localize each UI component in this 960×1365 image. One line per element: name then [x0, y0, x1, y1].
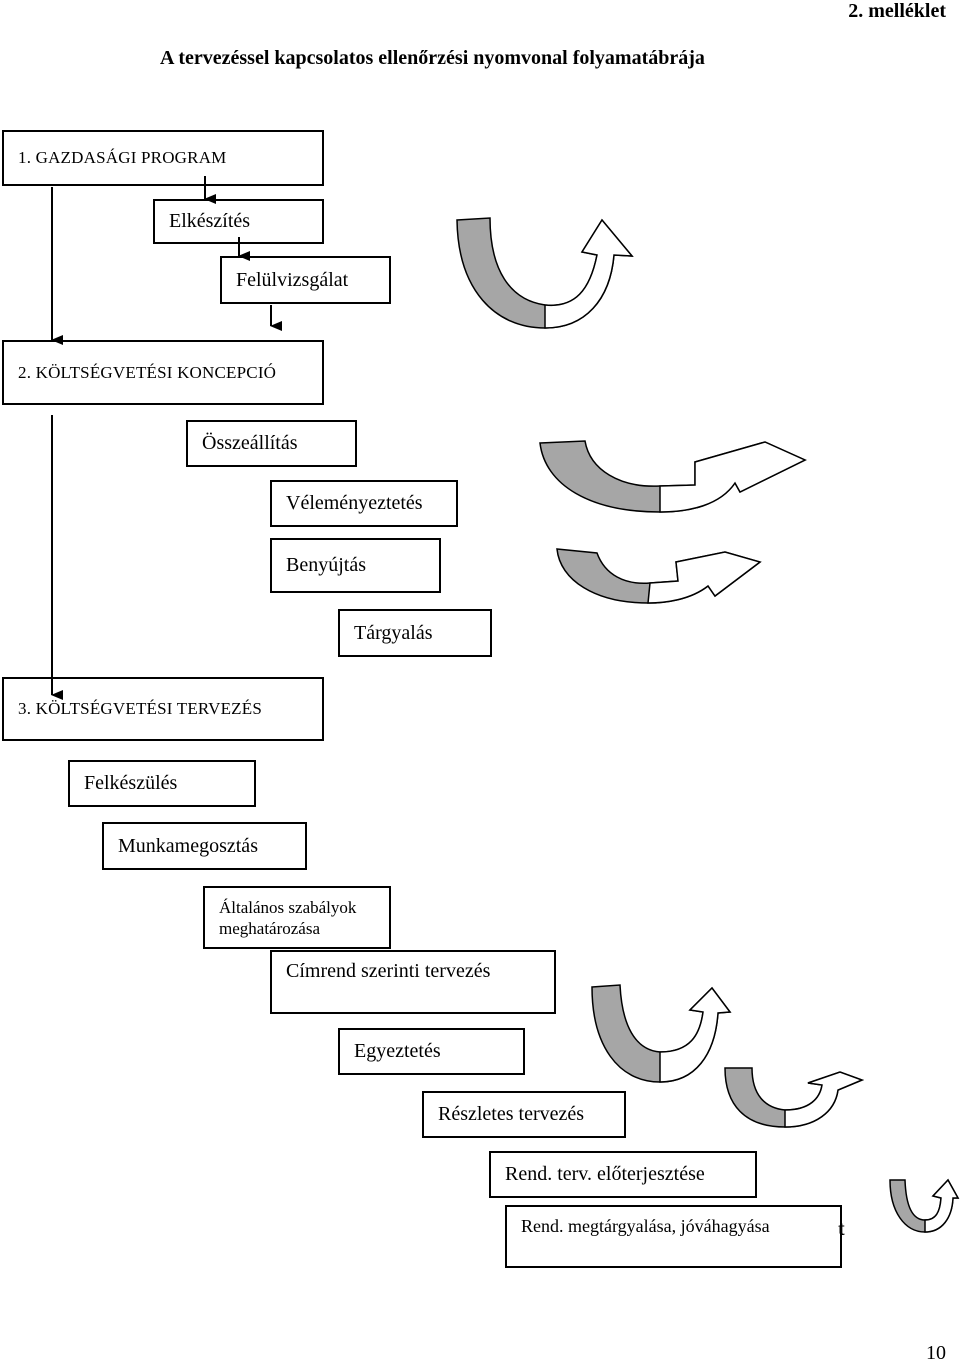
step-targyalas: Tárgyalás	[338, 609, 492, 657]
curved-return-arrow-icon-6	[889, 1178, 960, 1233]
step-rend-megtargyalasa: Rend. megtárgyalása, jóváhagyása	[505, 1205, 842, 1268]
step-altalanos-szabalyok: Általános szabályok meghatározása	[203, 886, 391, 949]
section-3-title: 3. KÖLTSÉGVETÉSI TERVEZÉS	[2, 677, 324, 741]
page-title: A tervezéssel kapcsolatos ellenőrzési ny…	[160, 47, 705, 69]
curved-return-arrow-icon-5	[724, 1067, 865, 1128]
step-altalanos-line1: Általános szabályok	[219, 898, 357, 917]
stray-char: t	[838, 1218, 845, 1240]
step-rend-terv-eloterjesztese: Rend. terv. előterjesztése	[489, 1151, 757, 1198]
section-1-title: 1. GAZDASÁGI PROGRAM	[2, 130, 324, 186]
step-felkeszules: Felkészülés	[68, 760, 256, 807]
step-osszeallitas: Összeállítás	[186, 420, 357, 467]
section-2-title: 2. KÖLTSÉGVETÉSI KONCEPCIÓ	[2, 340, 324, 405]
page-number: 10	[926, 1342, 946, 1364]
step-munkamegosztas: Munkamegosztás	[102, 822, 307, 870]
curved-return-arrow-icon-4	[591, 984, 732, 1083]
step-reszletes-tervezes: Részletes tervezés	[422, 1091, 626, 1138]
step-cimrend: Címrend szerinti tervezés	[270, 950, 556, 1014]
curved-return-arrow-icon-1	[456, 217, 634, 329]
annex-label: 2. melléklet	[848, 0, 946, 22]
step-felulvizsgalat: Felülvizsgálat	[220, 256, 391, 304]
step-benyujtas: Benyújtás	[270, 538, 441, 593]
curved-return-arrow-icon-2	[539, 440, 807, 513]
step-altalanos-line2: meghatározása	[219, 919, 320, 938]
step-velemenyeztetes: Véleményeztetés	[270, 480, 458, 527]
step-egyeztetes: Egyeztetés	[338, 1028, 525, 1075]
curved-return-arrow-icon-3	[556, 548, 762, 604]
